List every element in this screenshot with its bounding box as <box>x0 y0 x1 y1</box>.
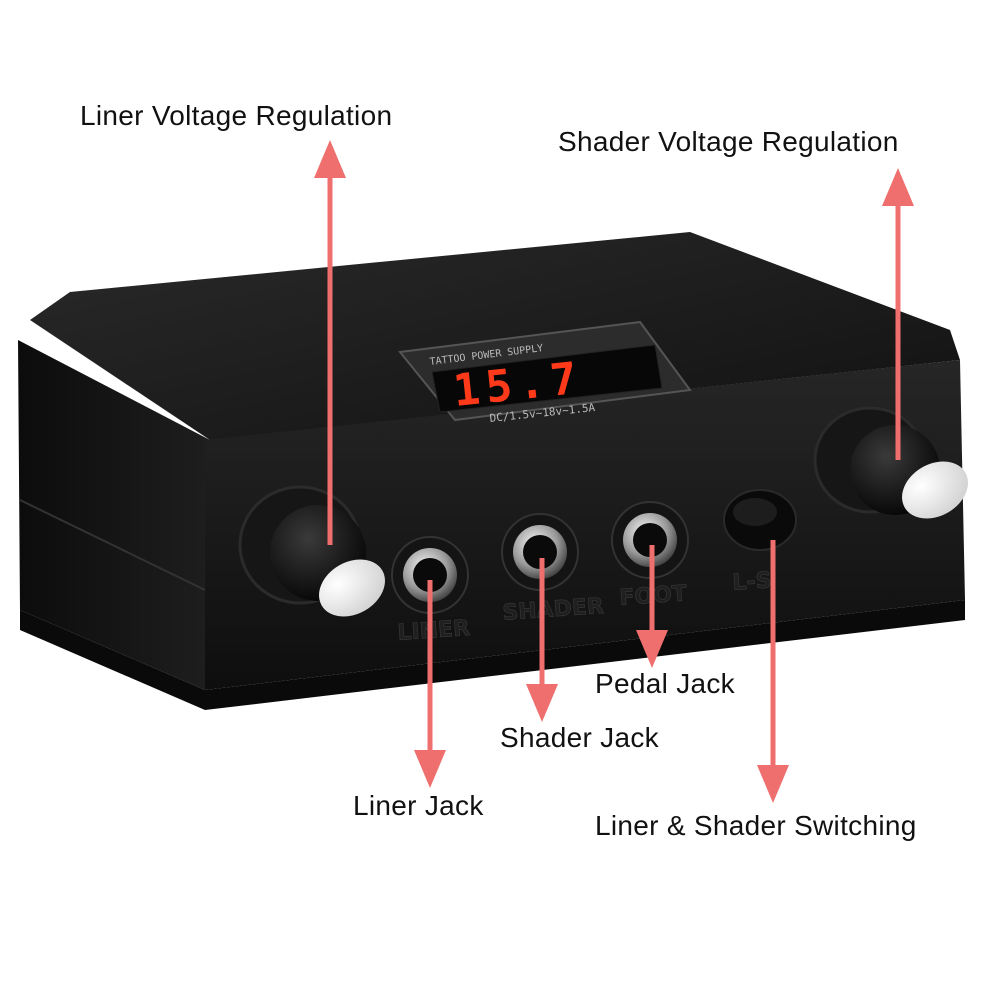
arrowhead-shader-jack <box>526 684 558 722</box>
arrowheads <box>314 140 914 803</box>
callout-shader-voltage: Shader Voltage Regulation <box>558 126 899 157</box>
liner-shader-switch-button[interactable] <box>723 489 797 551</box>
led-window <box>431 344 663 413</box>
liner-jack[interactable] <box>391 536 469 614</box>
arrowhead-liner-voltage <box>314 140 346 178</box>
box-seam <box>19 499 206 591</box>
callout-liner-jack: Liner Jack <box>353 790 484 821</box>
callout-shader-jack: Shader Jack <box>500 722 659 753</box>
port-label-switch: L-S <box>732 568 773 596</box>
pedal-jack[interactable] <box>611 501 689 579</box>
callout-liner-voltage: Liner Voltage Regulation <box>80 100 393 131</box>
arrowhead-shader-voltage <box>882 168 914 206</box>
callout-arrows <box>325 153 903 790</box>
callout-switching: Liner & Shader Switching <box>595 810 917 841</box>
box-top <box>30 232 960 440</box>
shader-jack[interactable] <box>501 513 579 591</box>
arrowhead-pedal-jack <box>636 630 668 668</box>
callout-pedal-jack: Pedal Jack <box>595 668 735 699</box>
box-left-side <box>18 340 210 690</box>
arrowhead-switching <box>757 765 789 803</box>
port-label-liner: LINER <box>397 616 471 646</box>
arrowhead-liner-jack <box>414 750 446 788</box>
